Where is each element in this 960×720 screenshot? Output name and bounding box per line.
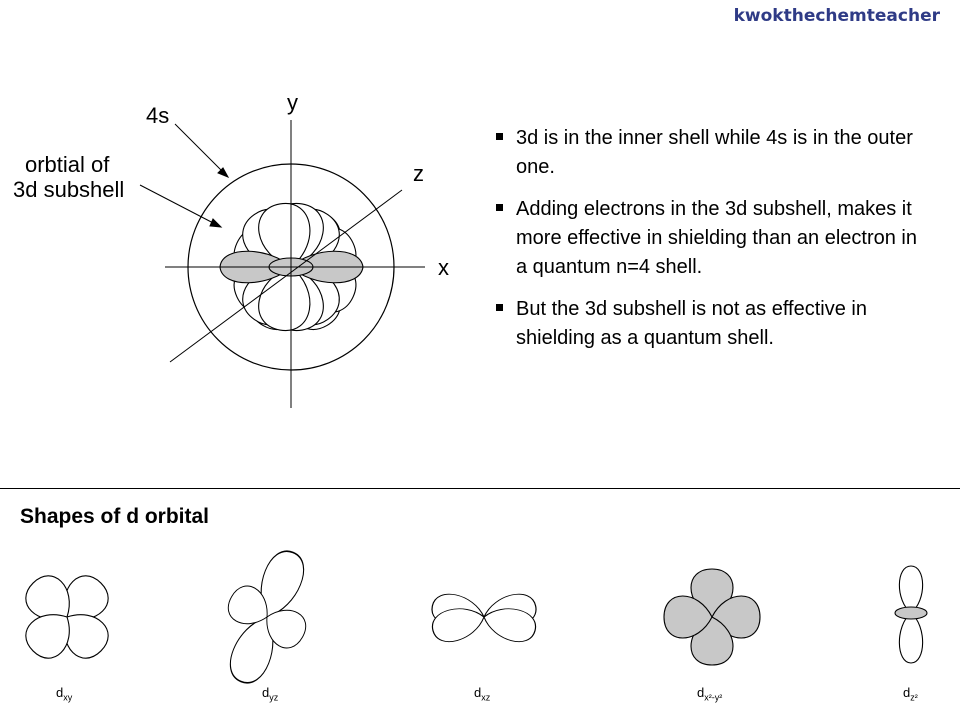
bullet-text: 3d is in the inner shell while 4s is in … [516,127,913,178]
dxy-orbital [17,567,117,667]
4s-label: 4s [146,103,170,128]
dyz-label: dyz [262,685,279,703]
dxz-label: dxz [474,685,491,703]
dxz-orbital [428,590,540,647]
axes [165,120,425,408]
bullet-text: Adding electrons in the 3d subshell, mak… [516,198,917,278]
bullet-square-icon [496,133,503,140]
bullet-text: But the 3d subshell is not as effective … [516,298,867,349]
3d-label-line2: 3d subshell [13,177,125,202]
bullet-list: 3d is in the inner shell while 4s is in … [496,124,926,366]
dz2-orbital [894,565,928,664]
bullet-square-icon [496,204,503,211]
label-pointers [139,123,230,228]
section-divider [0,488,960,489]
bullet-item: 3d is in the inner shell while 4s is in … [496,124,926,182]
bullet-item: Adding electrons in the 3d subshell, mak… [496,195,926,282]
axis-z-label: z [413,161,424,186]
axis-x-label: x [438,255,449,280]
bullet-item: But the 3d subshell is not as effective … [496,295,926,353]
brand-watermark: kwokthechemteacher [733,6,940,26]
dz2-label: dz² [903,685,918,703]
dx2-y2-label: dx²-y² [697,685,723,703]
3d-label-line1: orbtial of [25,152,110,177]
dyz-orbital [221,544,313,690]
dx2-y2-orbital [663,568,761,666]
bullet-square-icon [496,304,503,311]
axis-y-label: y [287,90,298,115]
section-title: Shapes of d orbital [20,505,210,528]
dxy-label: dxy [56,685,73,703]
